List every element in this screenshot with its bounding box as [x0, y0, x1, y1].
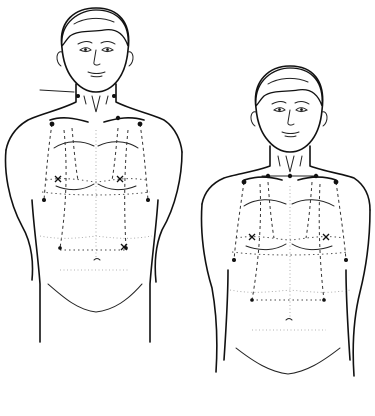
left-head: [57, 8, 133, 92]
right-figure: [201, 66, 370, 376]
left-figure: [6, 8, 182, 342]
left-markers: [40, 90, 150, 250]
right-guides: [230, 176, 350, 330]
left-torso: [6, 84, 182, 342]
right-head: [251, 66, 327, 152]
